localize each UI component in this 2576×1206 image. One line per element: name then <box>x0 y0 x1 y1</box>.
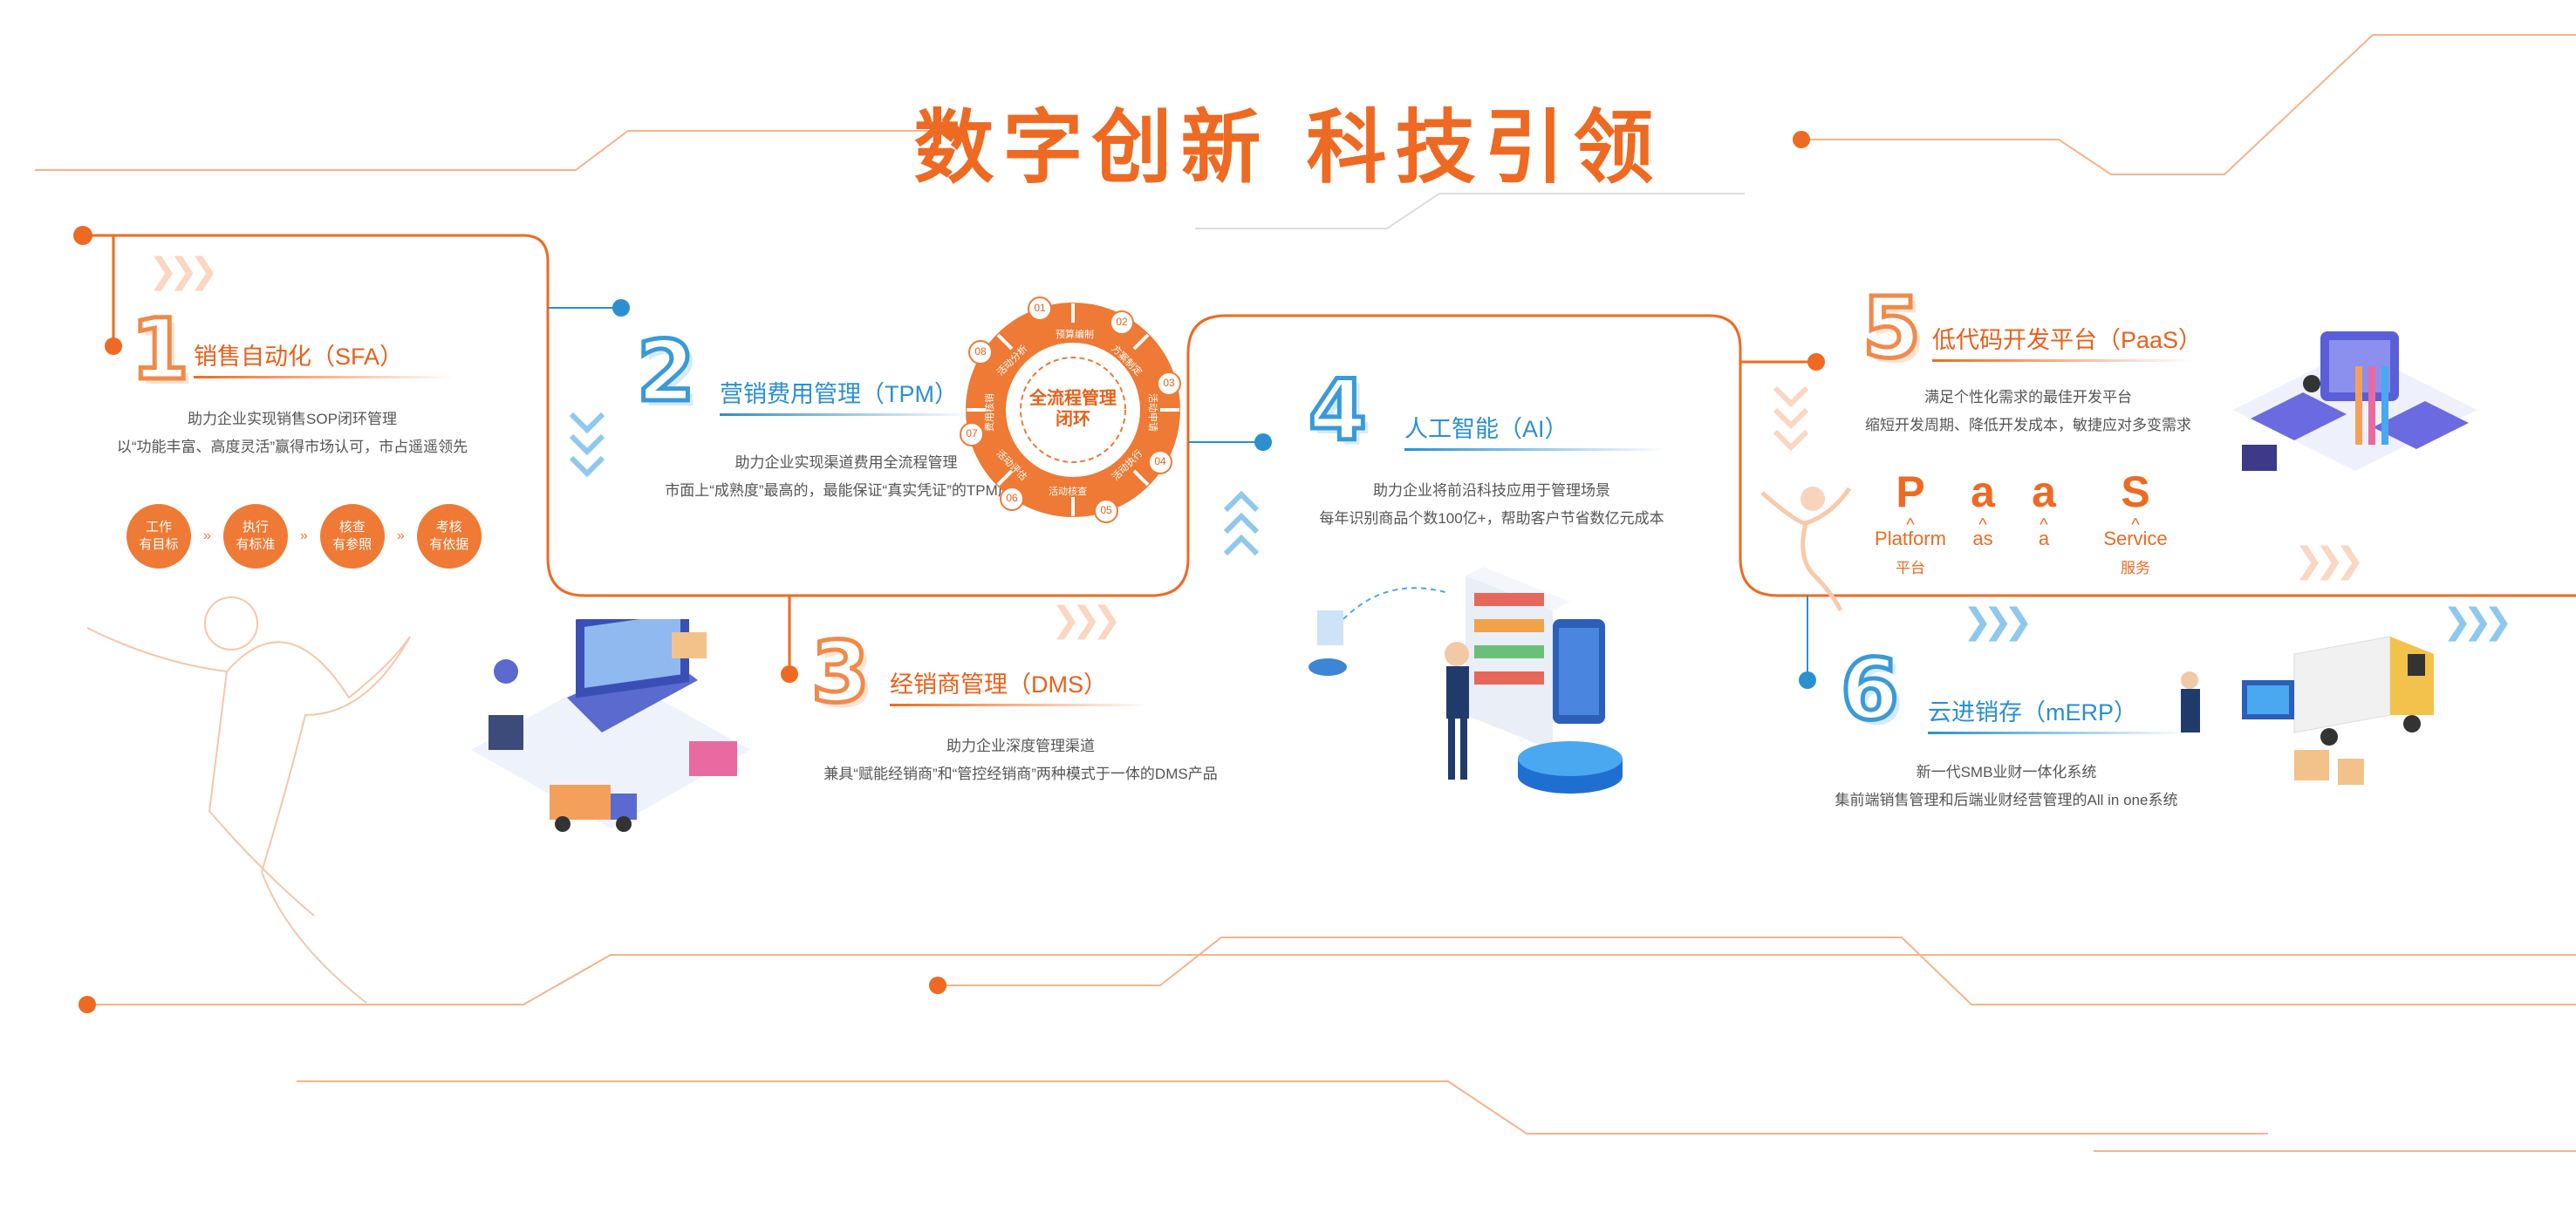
ai-description: 助力企业将前沿科技应用于管理场景 每年识别商品个数100亿+，帮助客户节省数亿元… <box>1265 477 1718 533</box>
ring-center-label: 全流程管理闭环 <box>1029 389 1117 429</box>
section-number: 2 <box>635 321 698 423</box>
section-number: 1 <box>129 299 192 401</box>
desc-line: 新一代SMB业财一体化系统 <box>1916 764 2097 780</box>
section-number: 5 <box>1861 277 1923 379</box>
paas-caret: ^ <box>1978 515 1987 535</box>
paas-caret: ^ <box>1906 515 1915 535</box>
title-underline <box>194 376 455 378</box>
section-number: 6 <box>1839 639 1902 741</box>
chevron-down-icon <box>567 410 607 493</box>
sfa-step: 考核有依据 <box>416 504 482 569</box>
paas-description: 满足个性化需求的最佳开发平台 缩短开发周期、降低开发成本，敏捷应对多变需求 <box>1828 384 2229 439</box>
section-title: 人工智能（AI） <box>1404 416 1568 442</box>
tpm-process-ring: 全流程管理闭环 01 02 03 04 05 06 07 08 预算编制 方案制… <box>960 296 1186 523</box>
ring-step-number: 01 <box>1034 302 1046 314</box>
paas-letter: S <box>2121 467 2150 516</box>
section-title: 经销商管理（DMS） <box>890 671 1107 698</box>
sfa-steps: 工作有目标 » 执行有标准 » 核查有参照 » 考核有依据 <box>126 504 482 569</box>
paas-word: as <box>1972 528 1993 549</box>
paas-caret: ^ <box>2040 515 2048 535</box>
chevron-up-icon <box>1221 488 1261 571</box>
desc-line: 缩短开发周期、降低开发成本，敏捷应对多变需求 <box>1865 417 2191 433</box>
ring-step-number: 06 <box>1006 492 1018 504</box>
desc-line: 每年识别商品个数100亿+，帮助客户节省数亿元成本 <box>1319 510 1664 527</box>
ring-step-label: 预算编制 <box>1056 330 1094 340</box>
ring-step-number: 07 <box>966 427 978 439</box>
chevron-down-icon <box>1771 384 1811 467</box>
title-underline <box>1932 359 2194 362</box>
ring-step-number: 08 <box>974 345 987 358</box>
desc-line: 集前端销售管理和后端业财经营管理的All in one系统 <box>1835 792 2178 808</box>
paas-letter: a <box>1971 467 1995 516</box>
step-arrow-icon: » <box>203 528 211 543</box>
step-arrow-icon: » <box>396 528 405 543</box>
title-underline <box>1404 448 1666 451</box>
desc-line: 以“功能丰富、高度灵活”赢得市场认可，市占遥遥领先 <box>116 439 468 455</box>
desc-line: 助力企业实现销售SOP闭环管理 <box>188 411 397 427</box>
paas-caret: ^ <box>2131 515 2140 535</box>
desc-line: 市面上“成熟度”最高的，最能保证“真实凭证”的TPM产品 <box>665 482 1028 499</box>
ring-step-number: 03 <box>1163 377 1175 389</box>
sfa-step: 工作有目标 <box>126 504 191 569</box>
section-number: 4 <box>1307 360 1370 462</box>
step-arrow-icon: » <box>299 528 308 543</box>
desc-line: 助力企业将前沿科技应用于管理场景 <box>1373 482 1610 499</box>
desc-line: 助力企业实现渠道费用全流程管理 <box>735 454 958 471</box>
paas-word: a <box>2038 528 2050 549</box>
ring-graphic <box>960 296 1181 523</box>
desc-line: 助力企业深度管理渠道 <box>946 738 1095 754</box>
desc-line: 满足个性化需求的最佳开发平台 <box>1924 389 2132 405</box>
dms-illustration <box>454 603 768 855</box>
ring-step-label: 费用核销 <box>985 393 995 432</box>
desc-line: 兼具“赋能经销商”和“管控经销商”两种模式于一体的DMS产品 <box>823 766 1218 782</box>
chevron-right-icon: ❯❯❯ <box>2294 542 2364 580</box>
chevron-right-icon: ❯❯❯ <box>148 252 218 290</box>
merp-description: 新一代SMB业财一体化系统 集前端销售管理和后端业财经营管理的All in on… <box>1797 759 2216 814</box>
dms-description: 助力企业深度管理渠道 兼具“赋能经销商”和“管控经销商”两种模式于一体的DMS产… <box>768 732 1274 788</box>
section-title: 营销费用管理（TPM） <box>720 381 958 407</box>
sfa-step: 执行有标准 <box>222 504 288 569</box>
ring-step-label: 活动核查 <box>1049 487 1087 497</box>
title-underline <box>890 704 1151 706</box>
section-number: 3 <box>810 622 872 724</box>
section-title: 云进销存（mERP） <box>1928 699 2138 726</box>
ring-step-number: 05 <box>1100 504 1112 516</box>
chevron-right-icon: ❯❯❯ <box>1051 601 1121 639</box>
sfa-description: 助力企业实现销售SOP闭环管理 以“功能丰富、高度灵活”赢得市场认可，市占遥遥领… <box>83 405 502 461</box>
page-title: 数字创新 科技引领 <box>913 101 1663 194</box>
sfa-step: 核查有参照 <box>319 504 385 569</box>
paas-word: Platform <box>1875 528 1946 549</box>
ring-step-number: 04 <box>1154 455 1166 467</box>
tpm-description: 助力企业实现渠道费用全流程管理 市面上“成熟度”最高的，最能保证“真实凭证”的T… <box>611 449 1082 505</box>
paas-cn: 平台 <box>1896 560 1925 576</box>
paas-illustration <box>2224 314 2486 514</box>
ring-step-label: 活动申请 <box>1147 393 1158 432</box>
merp-illustration <box>2163 619 2451 794</box>
paas-letter: P <box>1896 467 1925 516</box>
section-title: 低代码开发平台（PaaS） <box>1932 327 2203 353</box>
paas-word: Service <box>2103 528 2168 549</box>
paas-cn: 服务 <box>2121 560 2150 576</box>
ring-step-number: 02 <box>1116 316 1128 328</box>
section-title: 销售自动化（SFA） <box>194 344 404 370</box>
chevron-right-icon: ❯❯❯ <box>1963 603 2033 641</box>
title-underline <box>720 413 973 416</box>
ai-illustration <box>1308 558 1657 820</box>
title-underline <box>1928 732 2190 734</box>
paas-letter: a <box>2032 467 2056 516</box>
chevron-right-icon: ❯❯❯ <box>2443 603 2512 641</box>
